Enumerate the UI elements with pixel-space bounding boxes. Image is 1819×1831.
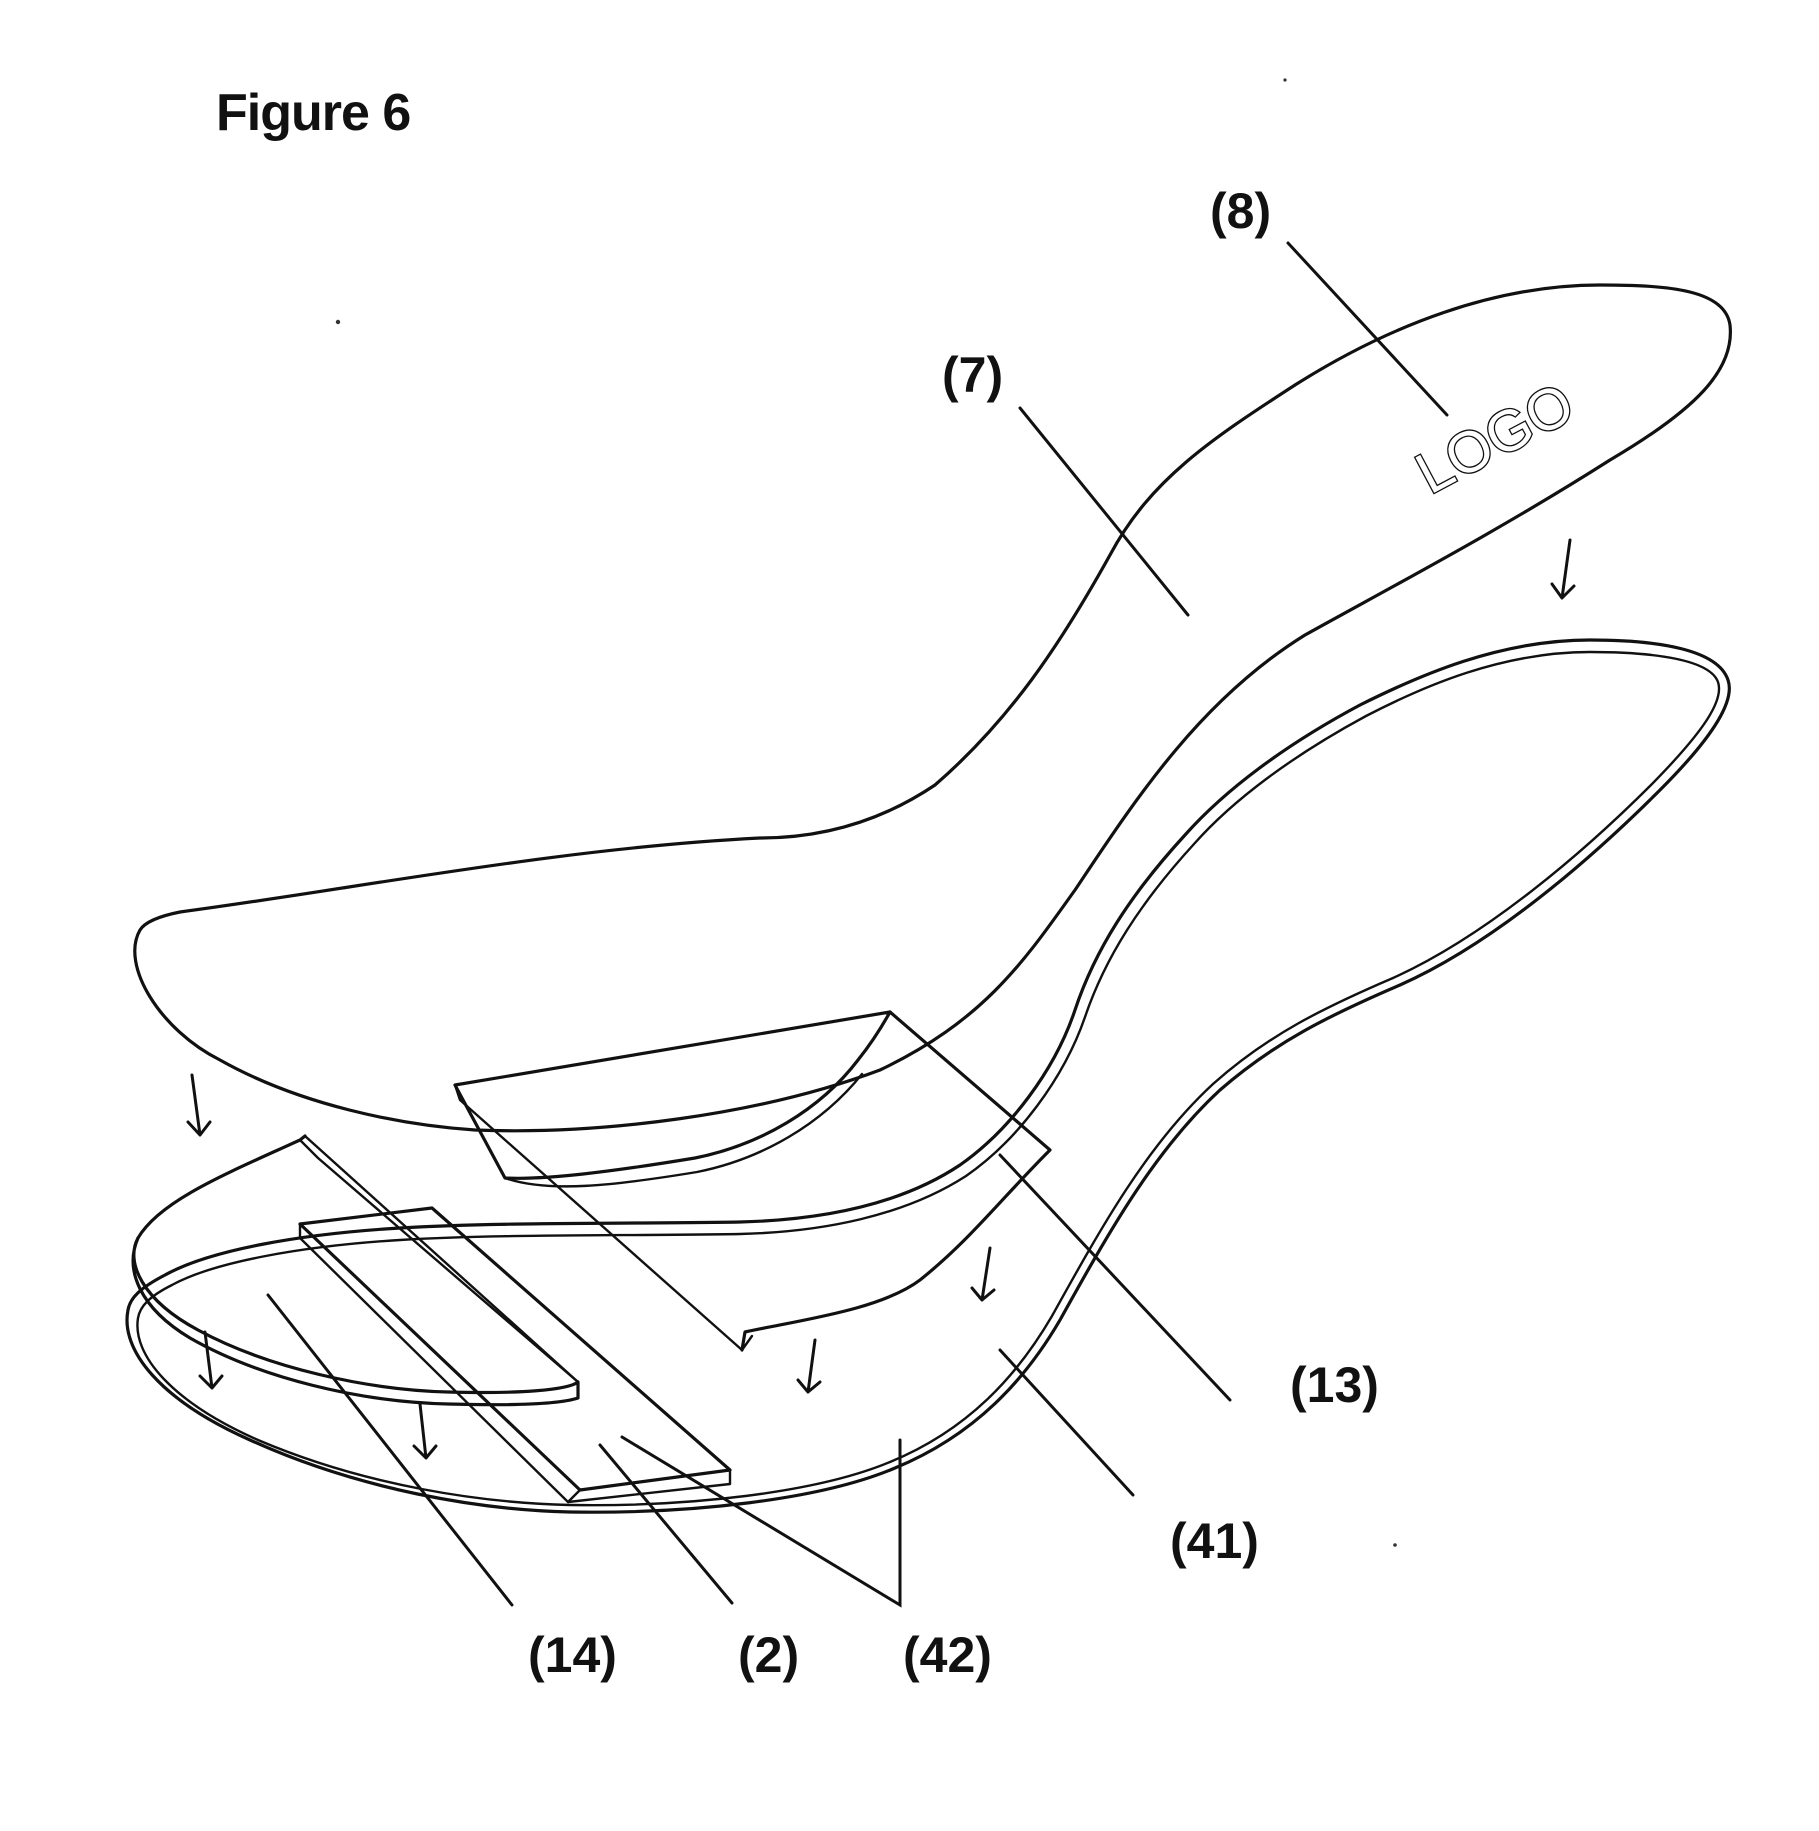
leader-line-13 — [1000, 1155, 1230, 1400]
arrow-down-icon — [972, 1248, 994, 1300]
base-sole — [127, 640, 1729, 1512]
arrow-down-icon — [798, 1340, 820, 1392]
arch-insert — [455, 1012, 1050, 1350]
leader-line-8 — [1288, 243, 1447, 415]
heel-shell — [133, 1136, 578, 1405]
label-7: (7) — [942, 347, 1003, 403]
leader-line-2 — [600, 1445, 732, 1603]
label-13: (13) — [1290, 1357, 1379, 1413]
heel-insert-plate — [300, 1208, 730, 1502]
label-41: (41) — [1170, 1513, 1259, 1569]
arrow-down-icon — [1552, 540, 1574, 598]
leader-line-14 — [268, 1295, 512, 1605]
scan-specks — [336, 78, 1397, 1546]
label-2: (2) — [738, 1627, 799, 1683]
logo-mark: LOGO — [1406, 370, 1585, 506]
label-14: (14) — [528, 1627, 617, 1683]
arrow-down-icon — [414, 1404, 436, 1458]
leader-line-7 — [1020, 408, 1188, 615]
arrow-down-icon — [188, 1075, 210, 1135]
figure-title: Figure 6 — [216, 84, 410, 142]
label-8: (8) — [1210, 183, 1271, 239]
leader-line-41 — [1000, 1350, 1133, 1495]
label-42: (42) — [903, 1627, 992, 1683]
leader-lines — [268, 243, 1447, 1605]
